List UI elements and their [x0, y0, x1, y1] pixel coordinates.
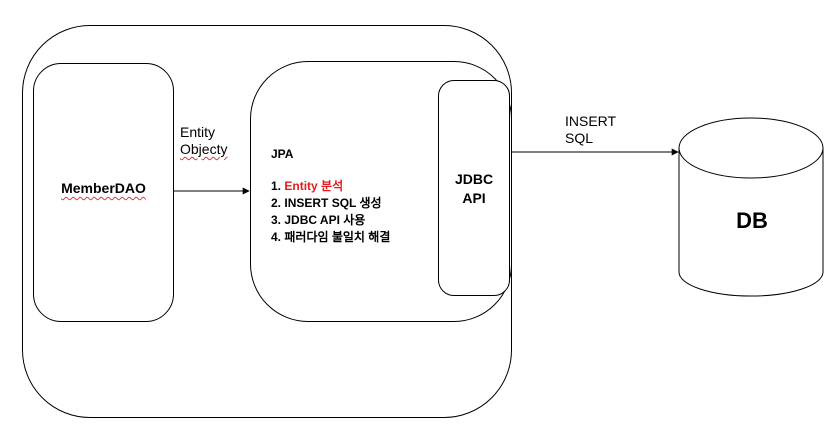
jdbc-label-line2: API: [462, 190, 486, 206]
jpa-step-3: 3. JDBC API 사용: [271, 212, 390, 229]
db-label: DB: [736, 208, 768, 233]
jpa-step-2: 2. INSERT SQL 생성: [271, 195, 390, 212]
step-text: 패러다임 불일치 해결: [284, 230, 391, 244]
step-number: 4.: [271, 230, 282, 244]
jdbc-label-line1: JDBC: [454, 171, 494, 187]
step-number: 2.: [271, 196, 282, 210]
jpa-step-list: 1. Entity 분석 2. INSERT SQL 생성 3. JDBC AP…: [271, 178, 390, 246]
step-text: JDBC API 사용: [284, 213, 366, 227]
sql-label-line1: INSERT: [565, 113, 617, 129]
jpa-step-1: 1. Entity 분석: [271, 178, 390, 195]
jdbc-api-box: [438, 80, 510, 296]
step-number: 3.: [271, 213, 282, 227]
database-cylinder-icon: [678, 117, 824, 297]
jpa-title: JPA: [271, 147, 294, 161]
insert-sql-label: INSERT SQL: [565, 113, 616, 147]
member-dao-box: [33, 63, 174, 322]
jdbc-api-label: JDBC API: [438, 170, 510, 208]
jpa-step-4: 4. 패러다임 불일치 해결: [271, 229, 390, 246]
step-text: INSERT SQL 생성: [284, 196, 382, 210]
step-text-highlight: Entity 분석: [284, 179, 344, 193]
entity-label-line2: Objecty: [180, 141, 228, 157]
entity-object-label: Entity Objecty: [180, 124, 227, 158]
sql-label-line2: SQL: [565, 130, 594, 146]
entity-label-line1: Entity: [180, 124, 216, 140]
step-number: 1.: [271, 179, 282, 193]
member-dao-label: MemberDAO: [61, 180, 146, 196]
